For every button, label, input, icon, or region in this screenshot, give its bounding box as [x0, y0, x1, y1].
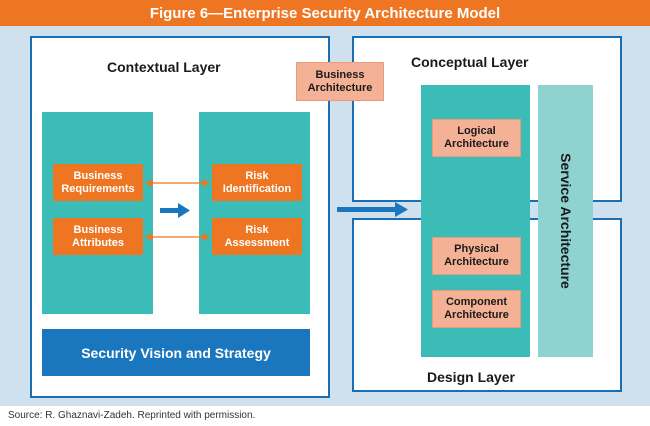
- physical-architecture-line1: Physical: [454, 243, 499, 255]
- business-to-risk-arrow: [160, 203, 190, 218]
- business-architecture-line1: Business: [315, 68, 365, 81]
- risk-identification-line2: Identification: [222, 182, 292, 195]
- logical-architecture-line2: Architecture: [444, 138, 509, 150]
- source-note: Source: R. Ghaznavi-Zadeh. Reprinted wit…: [8, 410, 256, 421]
- logical-architecture-line1: Logical: [457, 125, 496, 137]
- conceptual-layer-label: Conceptual Layer: [411, 54, 529, 70]
- risk-assessment-line2: Assessment: [224, 236, 290, 249]
- contextual-to-conceptual-arrow: [337, 202, 408, 217]
- business-attributes-line1: Business: [73, 223, 123, 236]
- service-architecture-column: Service Architecture: [538, 85, 593, 357]
- contextual-layer-label: Contextual Layer: [107, 59, 221, 75]
- business-column: [42, 112, 153, 314]
- component-architecture-line2: Architecture: [444, 309, 509, 321]
- security-vision-bar: Security Vision and Strategy: [42, 329, 310, 376]
- business-attributes-line2: Attributes: [72, 236, 124, 249]
- risk-column: [199, 112, 310, 314]
- risk-assessment-line1: Risk: [245, 223, 269, 236]
- business-architecture-line2: Architecture: [307, 81, 373, 94]
- figure-title: Figure 6—Enterprise Security Architectur…: [0, 0, 650, 26]
- risk-identification-line1: Risk: [245, 169, 269, 182]
- business-requirements-line2: Requirements: [61, 182, 135, 195]
- design-layer-label: Design Layer: [427, 369, 515, 385]
- component-architecture-line1: Component: [445, 296, 508, 308]
- physical-architecture-line2: Architecture: [444, 256, 509, 268]
- business-requirements-line1: Business: [73, 169, 123, 182]
